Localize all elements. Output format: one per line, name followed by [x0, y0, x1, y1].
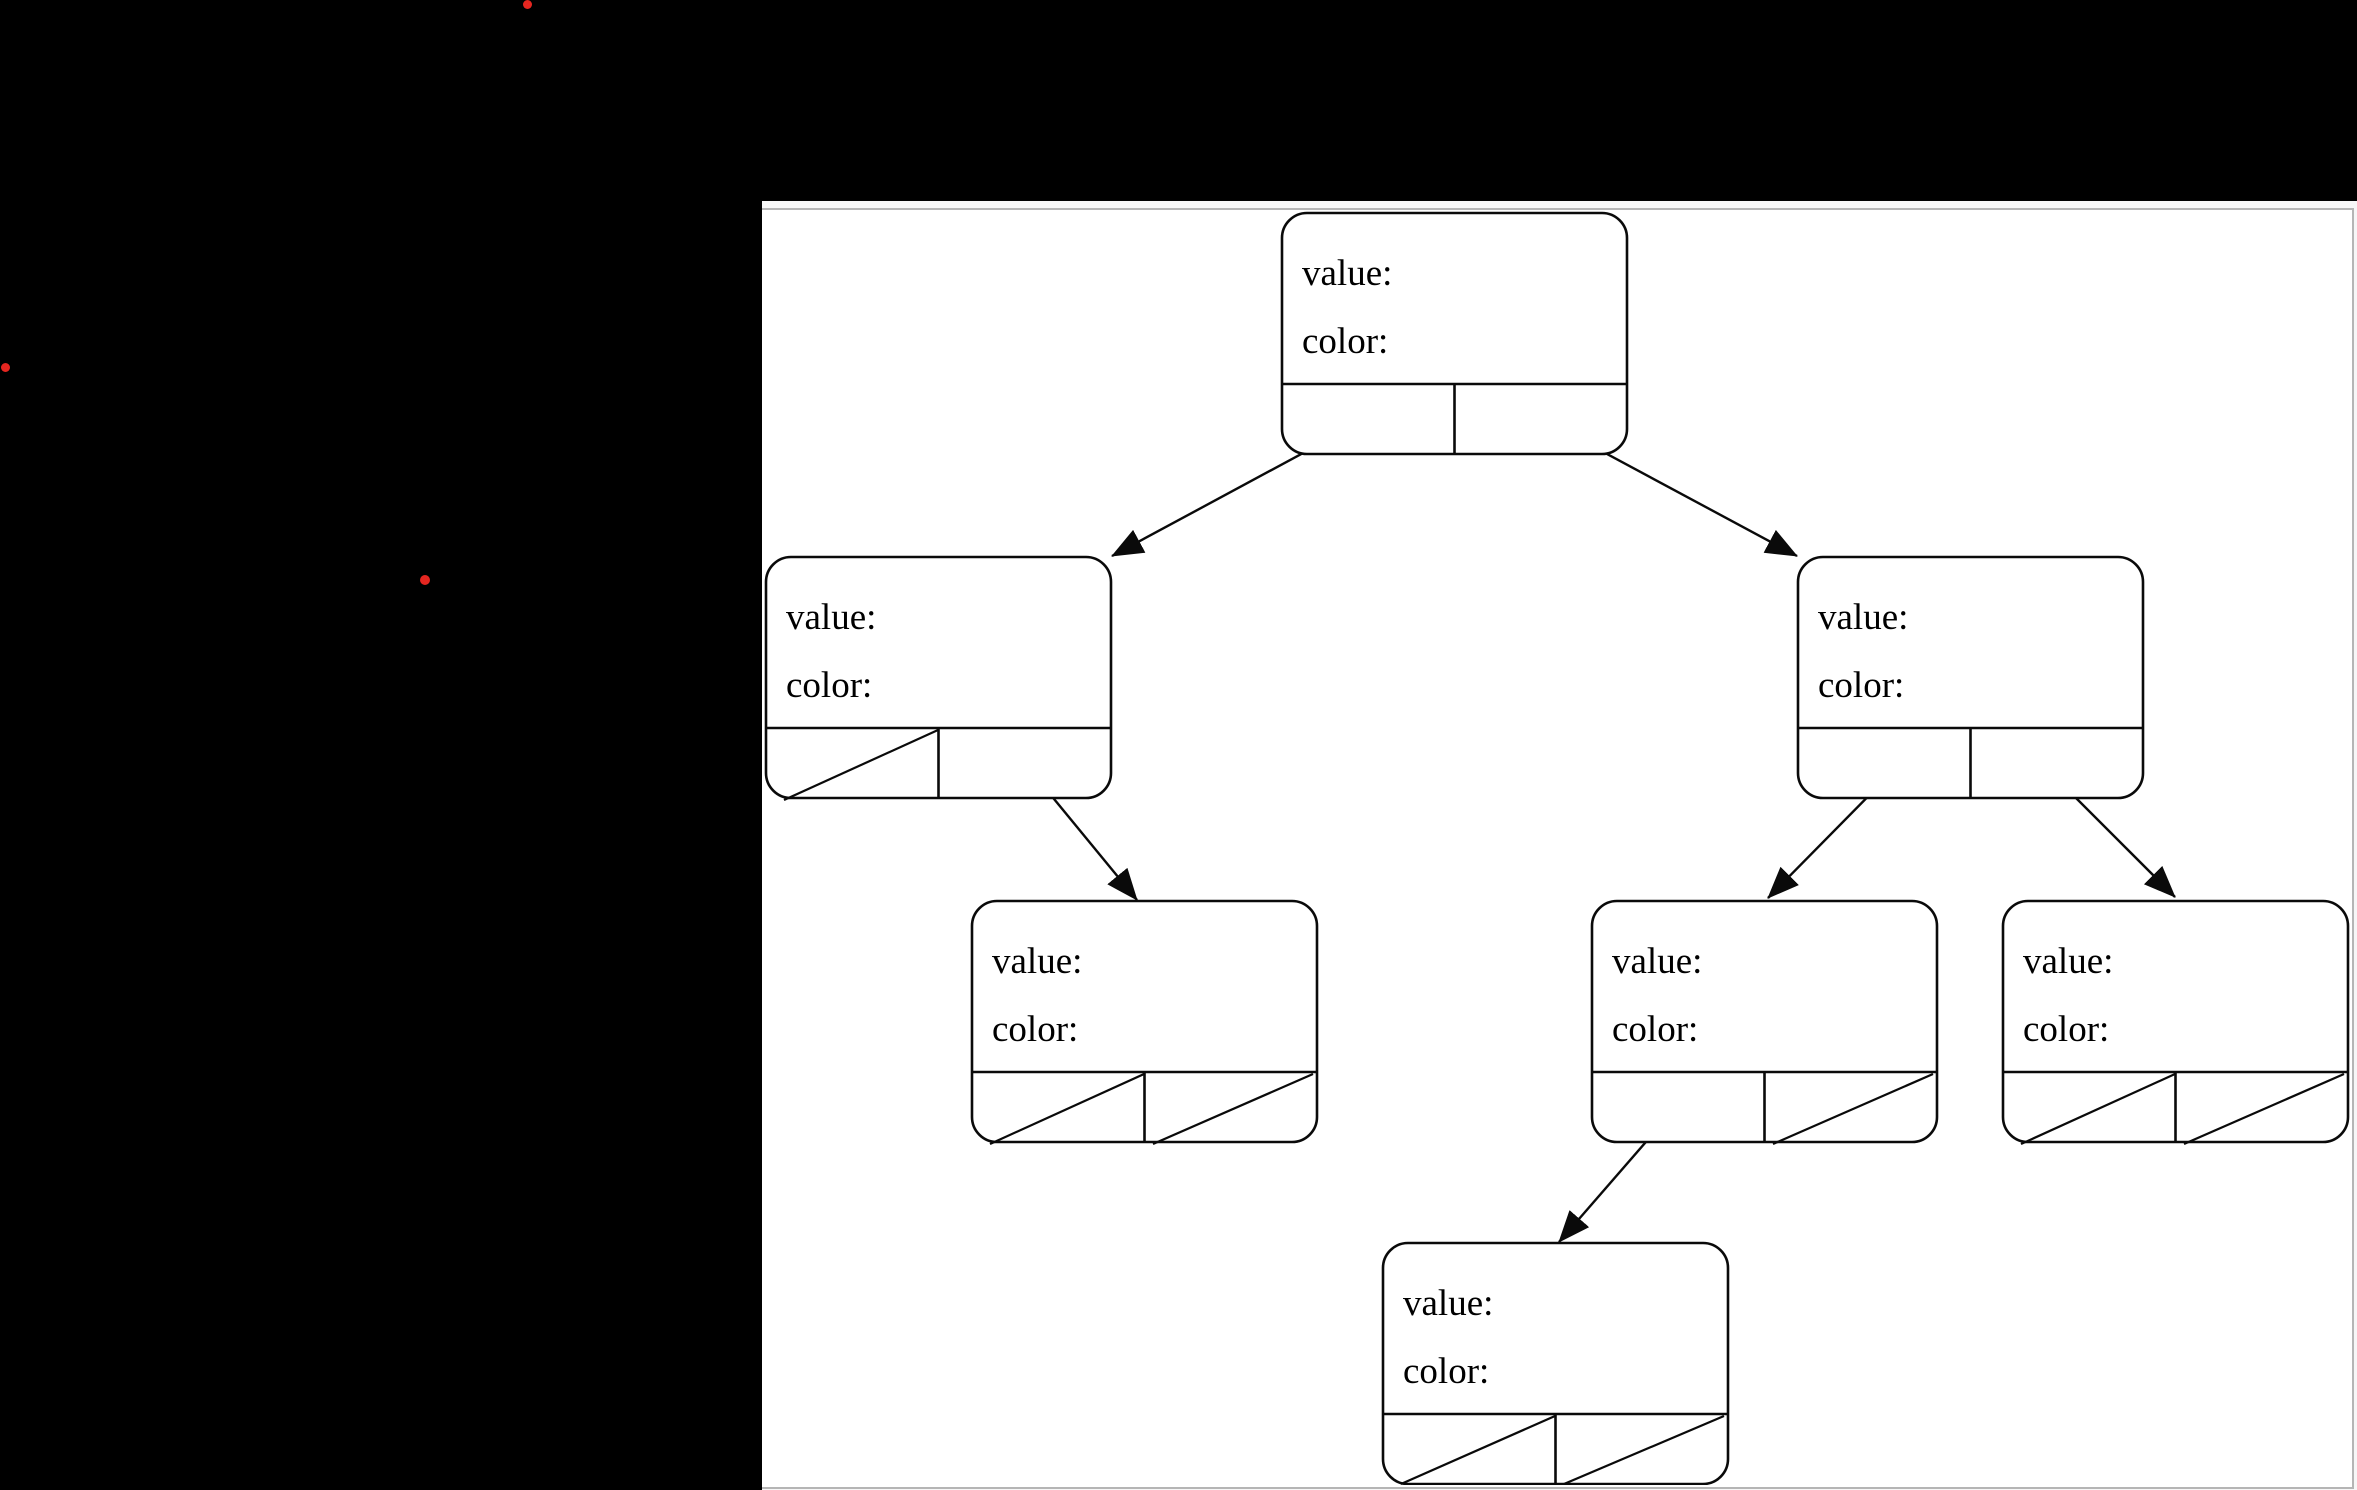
tree-node-leaf: value: color:	[1381, 1241, 1730, 1485]
tree-node-left: value: color:	[764, 555, 1113, 802]
null-pointer-slash	[989, 1072, 1145, 1146]
node-color-label: color:	[2023, 1009, 2109, 1050]
node-color-label: color:	[1403, 1351, 1489, 1392]
document-page: value: color: value: color: value: color…	[762, 208, 2354, 1489]
node-value-label: value:	[1612, 941, 1702, 982]
red-dot-marker	[1, 363, 10, 372]
null-pointer-slash	[2183, 1072, 2345, 1146]
node-color-label: color:	[786, 665, 872, 706]
node-value-label: value:	[1818, 597, 1908, 638]
null-pointer-slash	[1772, 1072, 1934, 1146]
null-pointer-slash	[783, 728, 939, 802]
null-pointer-slash	[1563, 1414, 1725, 1485]
node-color-label: color:	[1612, 1009, 1698, 1050]
red-dot-marker	[420, 575, 430, 585]
tree-node-right-right: value: color:	[2001, 899, 2350, 1146]
tree-node-right: value: color:	[1796, 555, 2145, 800]
tree-node-left-right: value: color:	[970, 899, 1319, 1146]
node-value-label: value:	[1302, 253, 1392, 294]
node-color-label: color:	[1818, 665, 1904, 706]
null-pointer-slash	[2020, 1072, 2176, 1146]
tree-diagram: value: color: value: color: value: color…	[764, 211, 2350, 1485]
node-color-label: color:	[992, 1009, 1078, 1050]
red-dot-marker	[523, 0, 532, 9]
null-pointer-slash	[1152, 1072, 1314, 1146]
node-value-label: value:	[786, 597, 876, 638]
node-value-label: value:	[1403, 1283, 1493, 1324]
node-value-label: value:	[992, 941, 1082, 982]
null-pointer-slash	[1400, 1414, 1556, 1485]
node-value-label: value:	[2023, 941, 2113, 982]
tree-node-right-left: value: color:	[1590, 899, 1939, 1146]
node-color-label: color:	[1302, 321, 1388, 362]
tree-node-root: value: color:	[1280, 211, 1629, 456]
